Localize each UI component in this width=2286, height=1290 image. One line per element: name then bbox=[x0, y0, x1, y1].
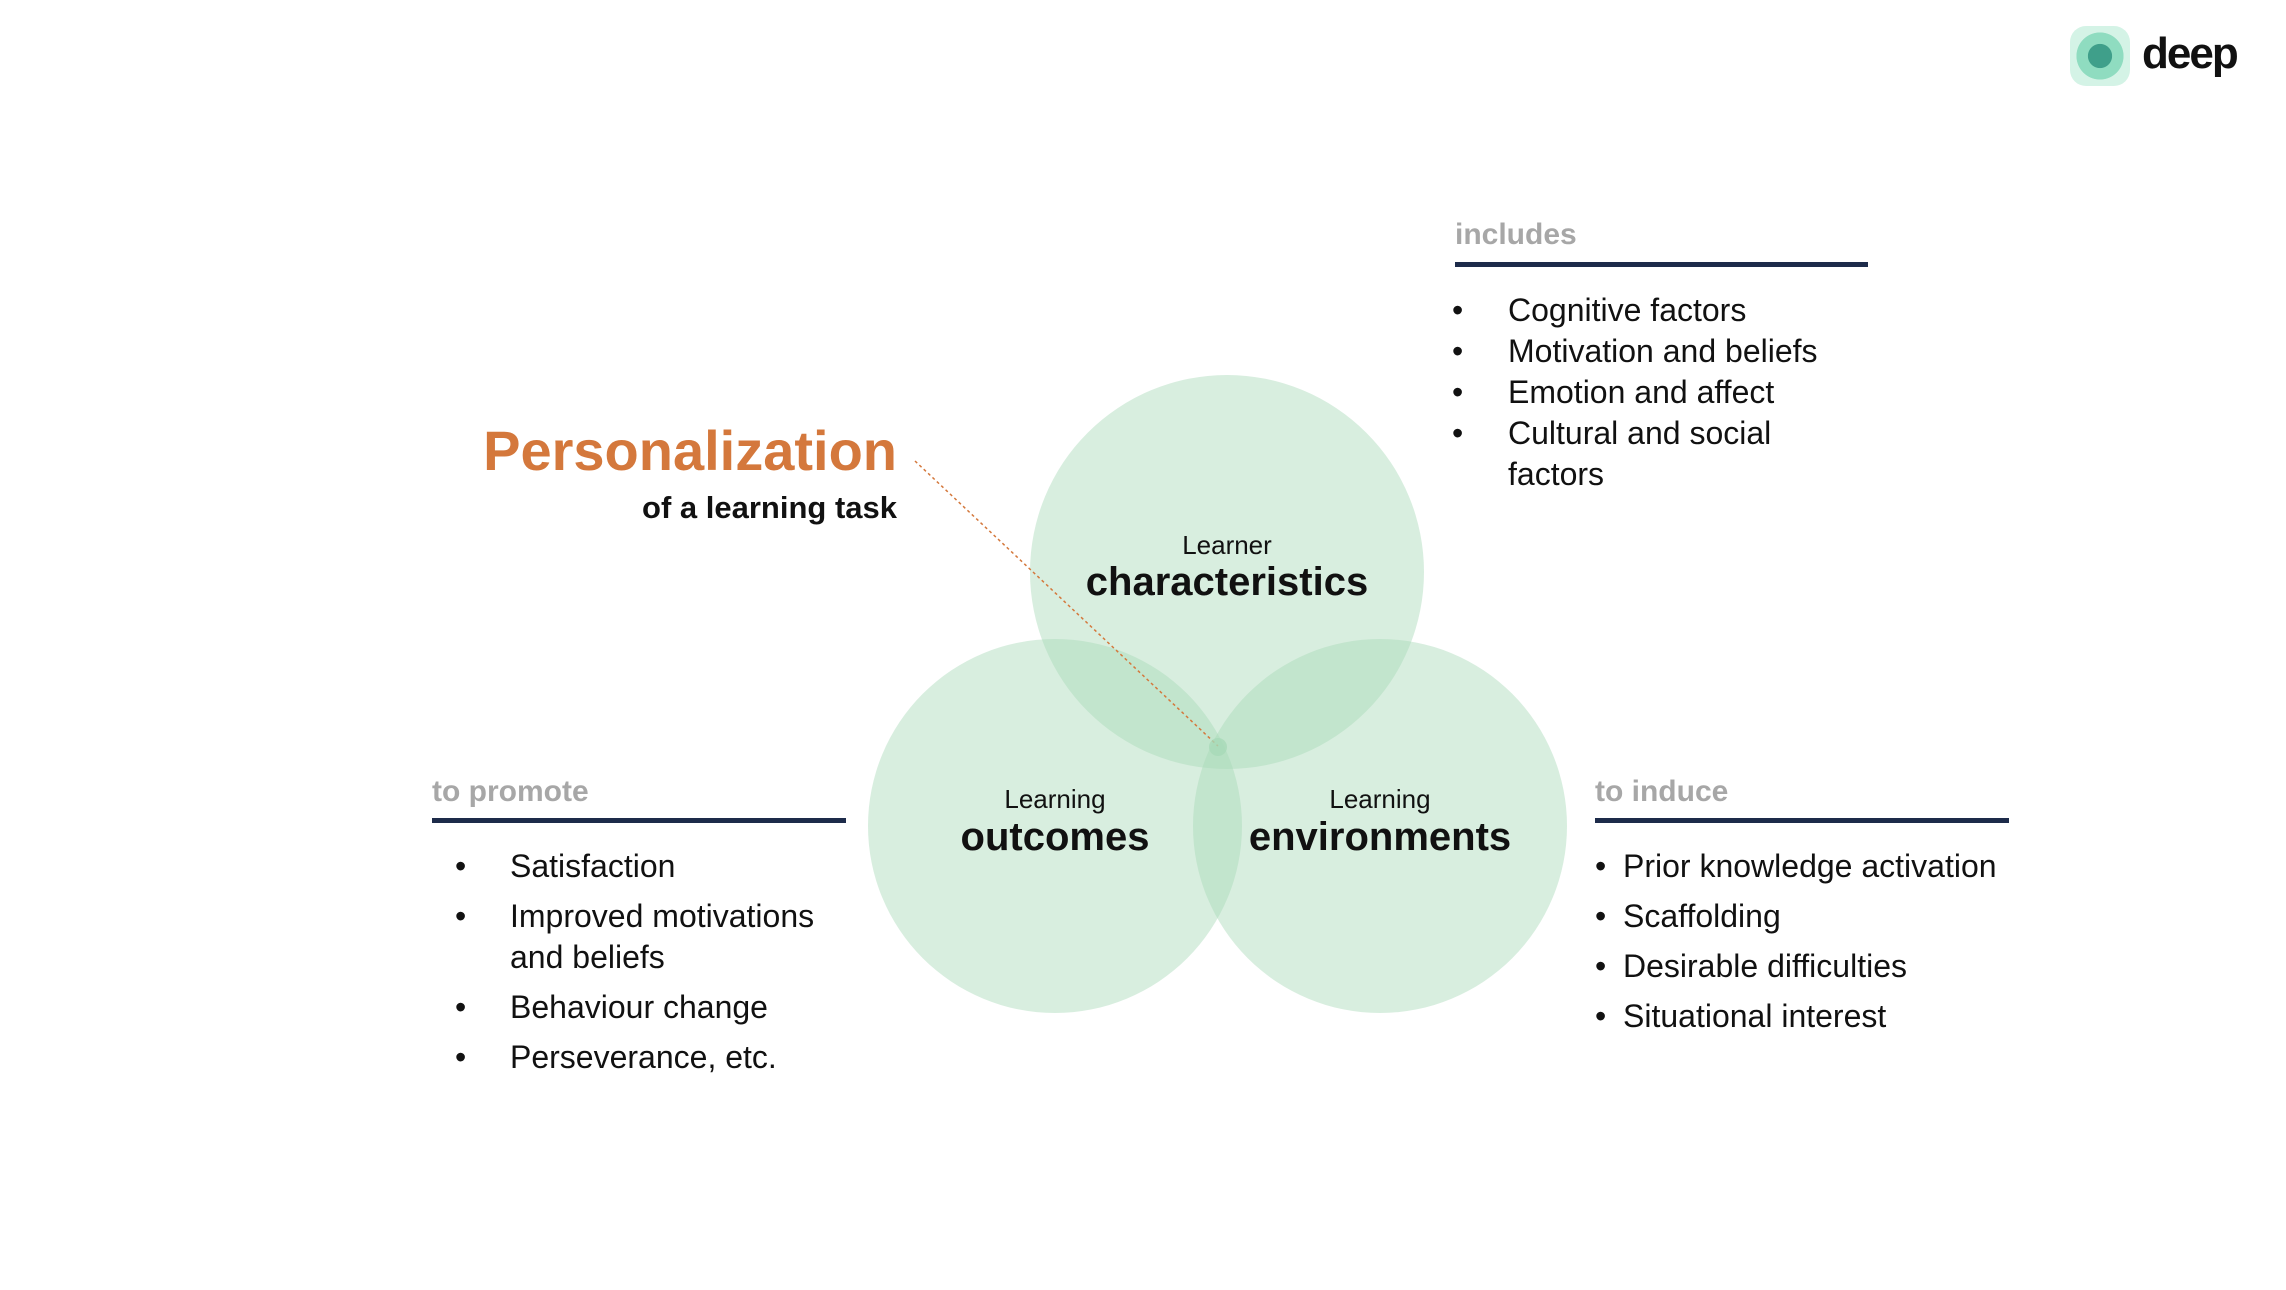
list-item: •Emotion and affect bbox=[1452, 374, 1775, 410]
induce-title: to induce bbox=[1595, 775, 1729, 808]
personalization-subtitle: of a learning task bbox=[642, 490, 897, 525]
promote-list: •Satisfaction •Improved motivations and … bbox=[455, 846, 855, 1078]
label-learning-environments-small: Learning bbox=[1329, 784, 1431, 814]
list-item: •Behaviour change bbox=[455, 989, 768, 1025]
center-dot bbox=[1209, 738, 1227, 756]
list-item: •Scaffolding bbox=[1595, 898, 1781, 934]
personalization-title: Personalization bbox=[483, 419, 897, 482]
induce-rule bbox=[1595, 818, 2009, 823]
includes-title: includes bbox=[1455, 218, 1577, 251]
list-item: •Cognitive factors bbox=[1452, 292, 1747, 328]
includes-list: •Cognitive factors •Motivation and belie… bbox=[1452, 290, 1872, 495]
promote-rule bbox=[432, 818, 846, 823]
list-item: •Perseverance, etc. bbox=[455, 1039, 777, 1075]
label-learning-outcomes-small: Learning bbox=[1004, 784, 1106, 814]
list-item: •Situational interest bbox=[1595, 998, 1887, 1034]
list-item: •Cultural and social factors bbox=[1452, 415, 1772, 492]
label-characteristics: characteristics bbox=[1085, 560, 1369, 604]
list-item: •Desirable difficulties bbox=[1595, 948, 1907, 984]
label-environments: environments bbox=[1248, 815, 1512, 859]
list-item: •Motivation and beliefs bbox=[1452, 333, 1818, 369]
list-item: •Satisfaction bbox=[455, 848, 676, 884]
list-item: •Prior knowledge activation bbox=[1595, 848, 1997, 884]
includes-rule bbox=[1455, 262, 1868, 267]
induce-list: •Prior knowledge activation •Scaffolding… bbox=[1595, 846, 2055, 1037]
promote-title: to promote bbox=[432, 775, 589, 808]
list-item: •Improved motivations and beliefs bbox=[455, 898, 815, 975]
label-learner: Learner bbox=[1182, 530, 1272, 560]
logo-icon bbox=[2070, 26, 2130, 86]
label-outcomes: outcomes bbox=[960, 815, 1150, 859]
logo-text: deep bbox=[2142, 29, 2239, 78]
